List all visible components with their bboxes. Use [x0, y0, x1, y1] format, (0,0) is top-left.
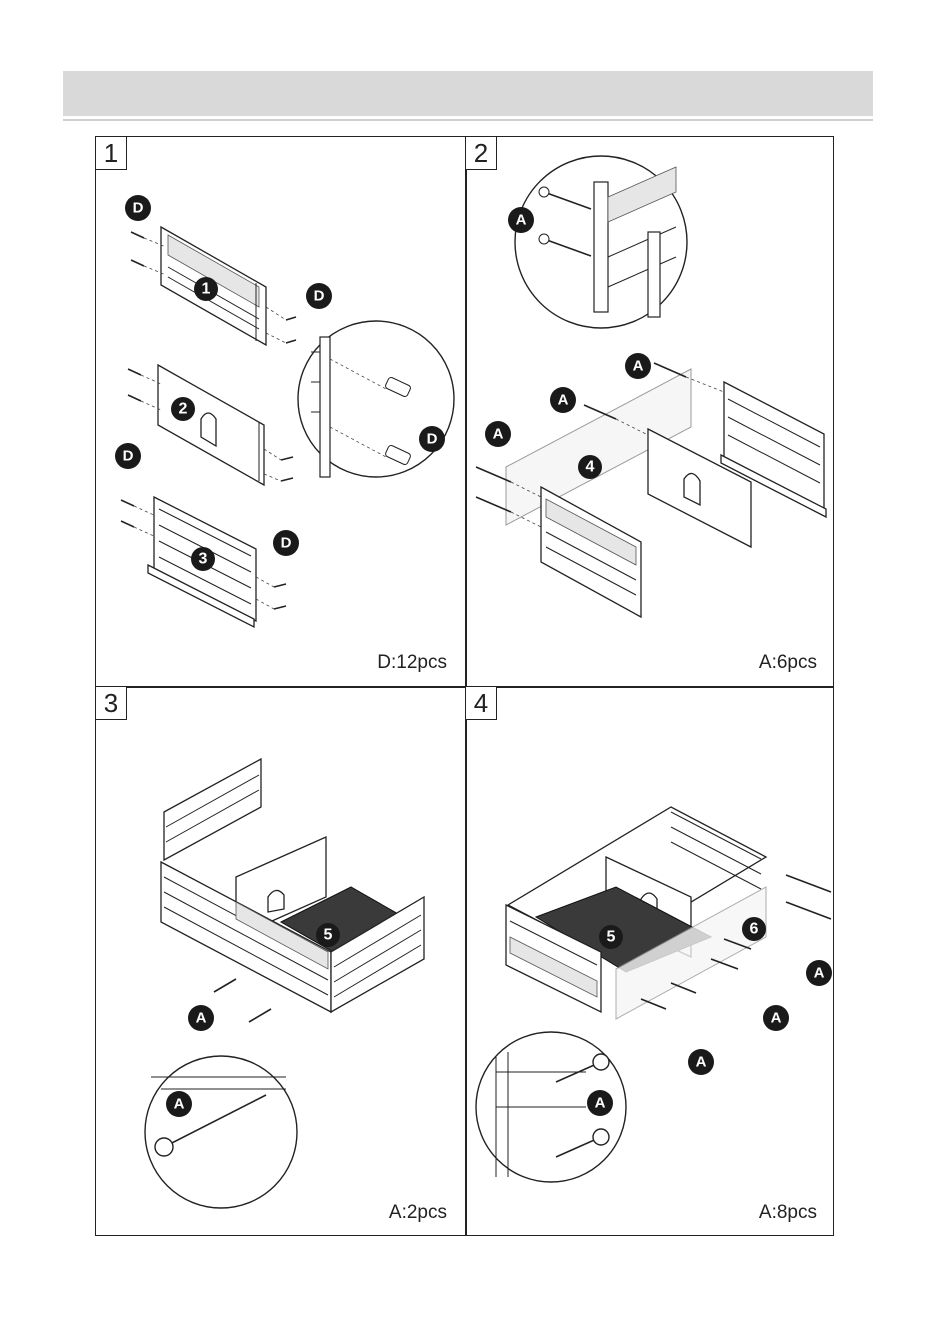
step-3-illustration [96, 687, 465, 1236]
step-1-panel: 1 D:12pcs [96, 137, 465, 686]
step-3-panel: 3 A:2pcs [96, 687, 465, 1236]
hardware-quantity: D:12pcs [377, 652, 447, 674]
screw-detail-circle [515, 156, 687, 328]
step-number: 4 [466, 687, 497, 720]
screws-a [214, 979, 271, 1022]
panel-part-2 [158, 365, 264, 485]
assembly-steps-grid: 1 D:12pcs [95, 136, 834, 1236]
screw-detail-circle [476, 1032, 626, 1182]
header-bar [63, 71, 873, 116]
back-wall [164, 759, 261, 860]
step-4-illustration [466, 687, 835, 1236]
step-number: 1 [96, 137, 127, 170]
header-divider [63, 119, 873, 121]
dowel-detail-circle [298, 321, 454, 477]
hardware-quantity: A:8pcs [759, 1202, 817, 1224]
step-1-illustration [96, 137, 465, 686]
step-2-panel: 2 A:6pcs [466, 137, 835, 686]
hardware-quantity: A:2pcs [389, 1202, 447, 1224]
screw-detail-circle [145, 1056, 297, 1208]
step-number: 2 [466, 137, 497, 170]
step-number: 3 [96, 687, 127, 720]
panel-part-3 [148, 497, 256, 627]
front-panel [541, 487, 641, 617]
step-4-panel: 4 A:8pcs [466, 687, 835, 1236]
panel-part-1 [161, 227, 266, 345]
step-2-illustration [466, 137, 835, 686]
hardware-quantity: A:6pcs [759, 652, 817, 674]
